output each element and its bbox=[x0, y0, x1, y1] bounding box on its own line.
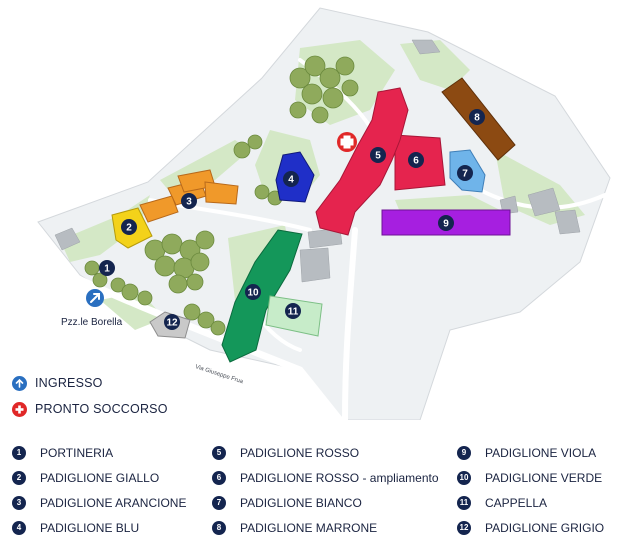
badge-5[interactable]: 5 bbox=[370, 147, 386, 163]
badge-6[interactable]: 6 bbox=[408, 152, 424, 168]
campus-map: Pzz.le Borella Via Giuseppe Frua 1 2 3 4… bbox=[37, 7, 611, 420]
legend-pronto-soccorso: PRONTO SOCCORSO bbox=[12, 396, 168, 422]
ingresso-icon[interactable] bbox=[86, 289, 104, 307]
badge-3[interactable]: 3 bbox=[181, 193, 197, 209]
svg-text:5: 5 bbox=[375, 151, 381, 162]
badge-12[interactable]: 12 bbox=[164, 314, 180, 330]
svg-text:7: 7 bbox=[462, 169, 468, 180]
legend-ingresso-label: INGRESSO bbox=[35, 376, 103, 390]
svg-text:9: 9 bbox=[443, 219, 449, 230]
badge-4[interactable]: 4 bbox=[283, 171, 299, 187]
badge-7[interactable]: 7 bbox=[457, 165, 473, 181]
badge-11[interactable]: 11 bbox=[285, 303, 301, 319]
badge-9[interactable]: 9 bbox=[438, 215, 454, 231]
svg-text:8: 8 bbox=[474, 113, 480, 124]
building-3-arancione bbox=[139, 169, 239, 223]
trees bbox=[84, 55, 359, 336]
symbol-legend: INGRESSO PRONTO SOCCORSO bbox=[12, 370, 168, 422]
legend-ingresso: INGRESSO bbox=[12, 370, 168, 396]
entrance-label: Pzz.le Borella bbox=[61, 317, 123, 328]
red-cross-icon bbox=[12, 401, 27, 417]
badge-1[interactable]: 1 bbox=[99, 260, 115, 276]
pronto-soccorso-icon[interactable] bbox=[337, 132, 357, 152]
badge-10[interactable]: 10 bbox=[245, 284, 261, 300]
svg-text:4: 4 bbox=[288, 175, 294, 186]
svg-text:2: 2 bbox=[126, 223, 132, 234]
street-label: Via Giuseppe Frua bbox=[194, 364, 244, 385]
legend-pronto-soccorso-label: PRONTO SOCCORSO bbox=[35, 402, 168, 416]
svg-text:3: 3 bbox=[186, 197, 192, 208]
badge-2[interactable]: 2 bbox=[121, 219, 137, 235]
building-10-verde bbox=[221, 229, 303, 363]
building-badges: 1 2 3 4 5 6 7 8 bbox=[99, 109, 485, 330]
badge-8[interactable]: 8 bbox=[469, 109, 485, 125]
minor-buildings bbox=[54, 39, 581, 283]
up-arrow-icon bbox=[12, 375, 27, 391]
svg-text:12: 12 bbox=[166, 318, 178, 329]
svg-text:10: 10 bbox=[247, 288, 259, 299]
svg-text:11: 11 bbox=[288, 307, 299, 318]
svg-text:1: 1 bbox=[104, 264, 110, 275]
building-5-rosso bbox=[315, 87, 409, 236]
svg-text:6: 6 bbox=[413, 156, 419, 167]
